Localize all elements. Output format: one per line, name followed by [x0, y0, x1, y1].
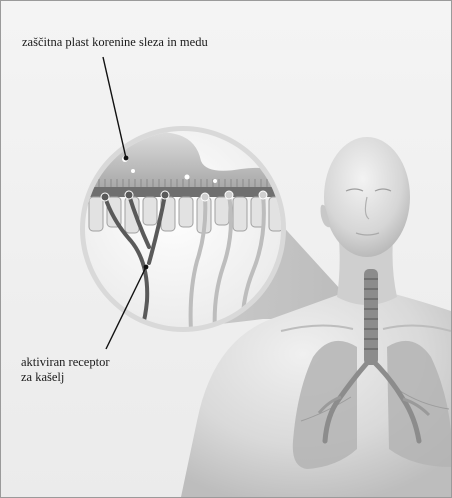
receptor-label: aktiviran receptor za kašelj — [21, 355, 110, 385]
receptor-pointer-dot — [144, 265, 149, 270]
receptor-label-line-2: za kašelj — [21, 370, 110, 385]
coating-pointer-dot — [124, 156, 129, 161]
receptor-label-line-1: aktiviran receptor — [21, 355, 110, 370]
coating-label: zaščitna plast korenine sleza in medu — [22, 35, 208, 50]
trachea — [364, 269, 378, 365]
